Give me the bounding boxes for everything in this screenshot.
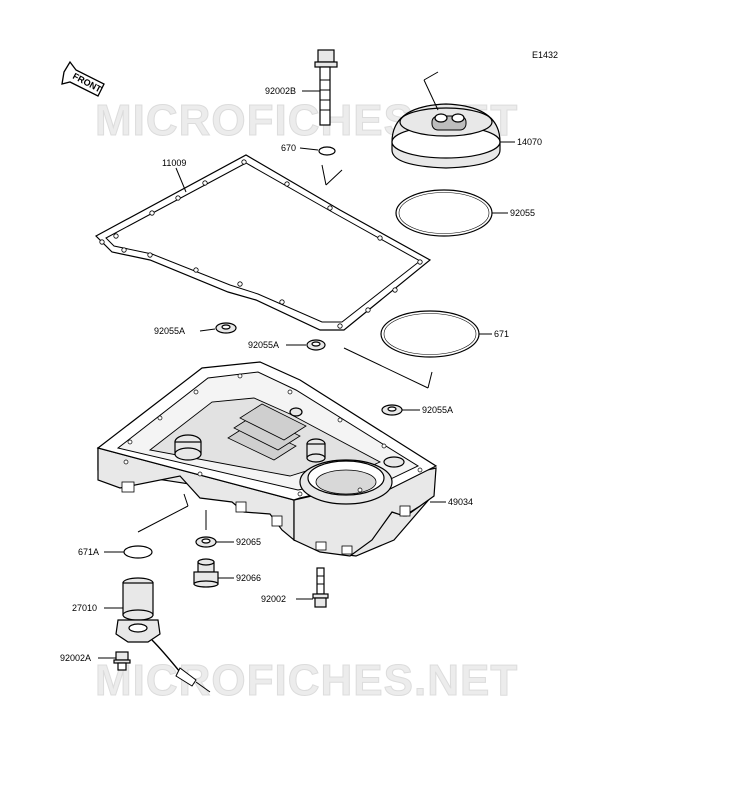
washer-92055A-mid [306, 339, 326, 351]
oring-671 [380, 310, 480, 358]
callout-14070: 14070 [517, 137, 542, 147]
washer-92055A-left [215, 322, 237, 334]
watermark-bottom: MICROFICHES.NET [95, 656, 518, 705]
callout-92055A-right: 92055A [422, 405, 453, 415]
callout-92055: 92055 [510, 208, 535, 218]
diagram-code: E1432 [532, 50, 558, 60]
leader-670 [299, 147, 319, 151]
callout-92055A-mid: 92055A [248, 340, 279, 350]
leader-11009 [175, 167, 187, 193]
gasket-11009 [95, 154, 432, 331]
callout-671A: 671A [78, 547, 99, 557]
leader-92055A-left [199, 328, 216, 332]
callout-92066: 92066 [236, 573, 261, 583]
oil-pressure-switch-27010 [115, 577, 211, 693]
callout-49034: 49034 [448, 497, 473, 507]
callout-11009: 11009 [162, 158, 186, 168]
oring-671A [123, 545, 153, 559]
callout-92002B: 92002B [265, 86, 296, 96]
callout-92002A: 92002A [60, 653, 91, 663]
bolt-92002A [113, 651, 131, 671]
drain-plug-92066 [193, 558, 219, 588]
cover-14070 [391, 103, 501, 169]
callout-671: 671 [494, 329, 509, 339]
front-arrow-icon: FRONT [61, 60, 105, 97]
washer-92065 [195, 536, 217, 548]
callout-27010: 27010 [72, 603, 97, 613]
oring-92055 [395, 189, 493, 237]
oil-pan-49034 [96, 361, 438, 557]
washer-92055A-right [381, 404, 403, 416]
bolt-92002B [314, 49, 338, 126]
callout-92065: 92065 [236, 537, 261, 547]
callout-92055A-left: 92055A [154, 326, 185, 336]
oring-670 [318, 146, 336, 156]
callout-92002: 92002 [261, 594, 286, 604]
callout-670: 670 [281, 143, 296, 153]
bolt-92002 [312, 567, 329, 608]
